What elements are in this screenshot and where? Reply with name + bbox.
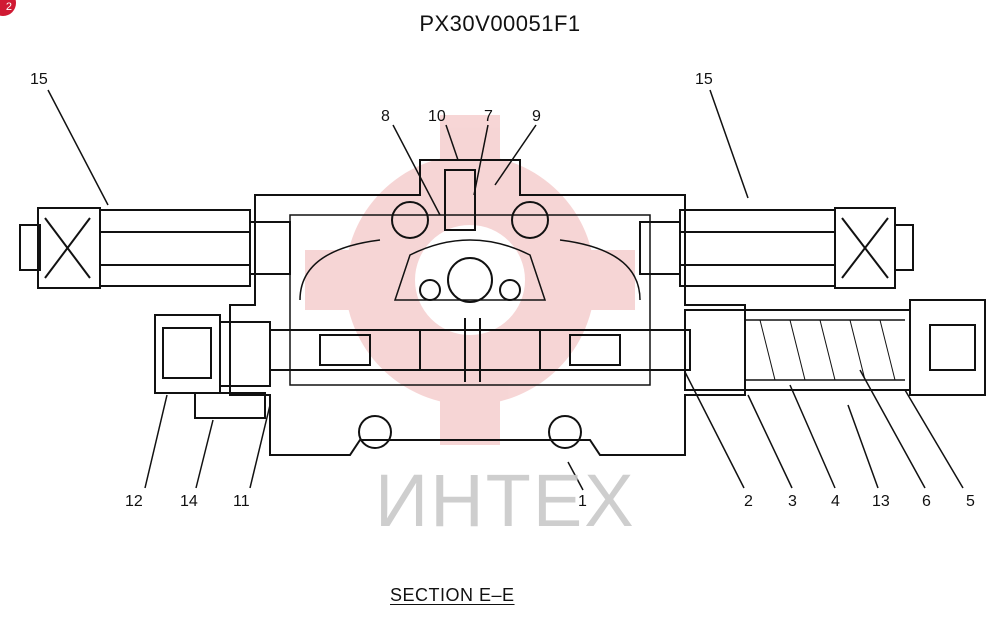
pilot-check bbox=[444, 169, 476, 231]
spool bbox=[269, 318, 691, 382]
callout-6: 6 bbox=[922, 493, 931, 510]
leader-lines bbox=[47, 89, 964, 491]
callout-10: 10 bbox=[428, 108, 446, 125]
left-plug bbox=[154, 314, 271, 419]
callout-2: 2 bbox=[744, 493, 753, 510]
callout-8: 8 bbox=[381, 108, 390, 125]
callout-1: 1 bbox=[578, 493, 587, 510]
spring-housing bbox=[684, 299, 986, 396]
callout-15-right: 15 bbox=[695, 71, 713, 88]
watermark-text: ИНТЕХ bbox=[375, 459, 636, 542]
left-solenoid bbox=[19, 207, 291, 289]
callout-7: 7 bbox=[484, 108, 493, 125]
callout-9: 9 bbox=[532, 108, 541, 125]
callout-5: 5 bbox=[966, 493, 975, 510]
mount-hole-right bbox=[548, 415, 582, 449]
mount-hole-left bbox=[358, 415, 392, 449]
callout-11: 11 bbox=[233, 493, 250, 510]
callout-14: 14 bbox=[180, 493, 198, 510]
badge-number: 2 bbox=[5, 1, 12, 13]
watermark-logo bbox=[305, 115, 635, 445]
callout-12: 12 bbox=[125, 493, 143, 510]
section-caption: SECTION E–E bbox=[390, 585, 515, 605]
callout-3: 3 bbox=[788, 493, 797, 510]
callout-15-left: 15 bbox=[30, 71, 48, 88]
corner-badge: 2 bbox=[0, 0, 16, 16]
port-left bbox=[391, 201, 429, 239]
valve-body bbox=[229, 159, 746, 456]
port-right bbox=[511, 201, 549, 239]
port-center bbox=[447, 257, 493, 303]
right-solenoid bbox=[639, 207, 914, 289]
callout-4: 4 bbox=[831, 493, 840, 510]
drawing-code-title: PX30V00051F1 bbox=[419, 11, 581, 36]
callout-13: 13 bbox=[872, 493, 890, 510]
